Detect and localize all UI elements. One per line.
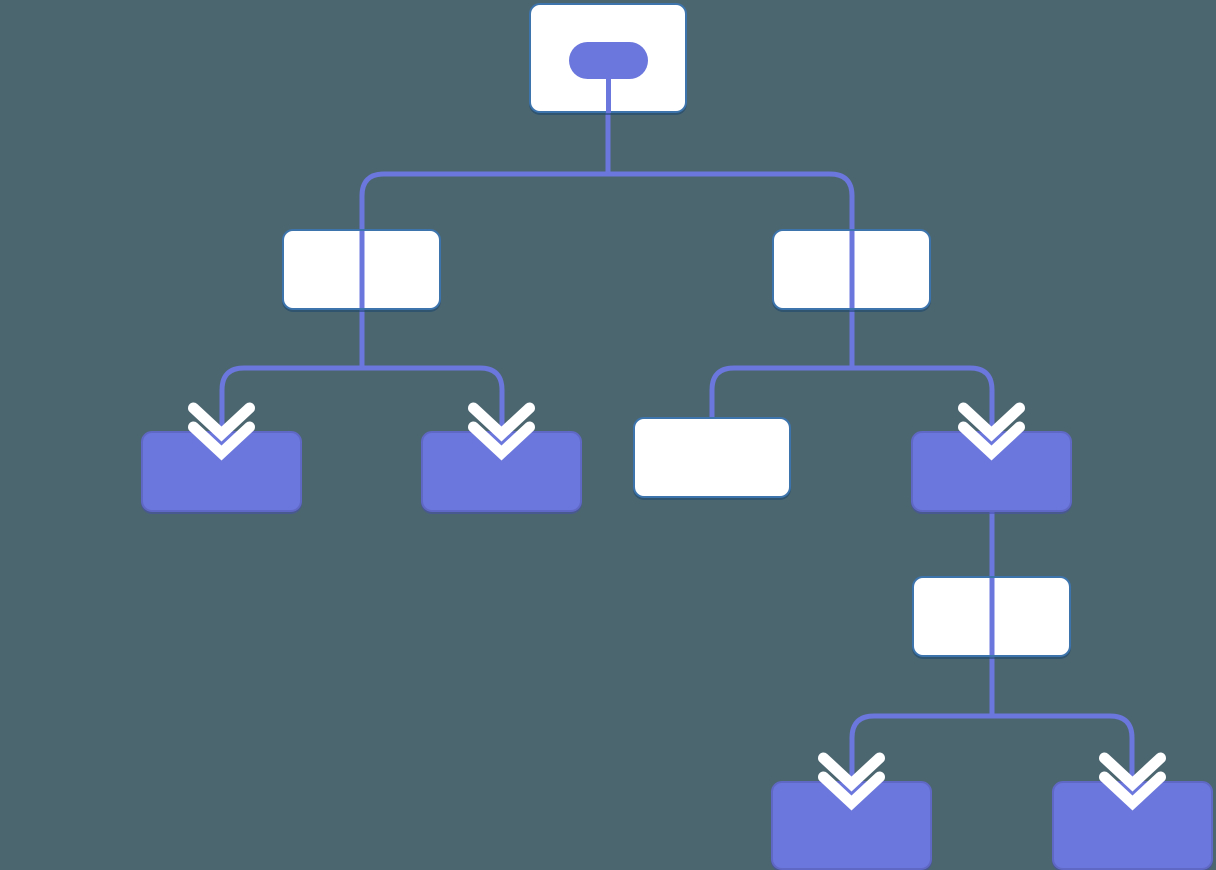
root-node-stem — [606, 79, 611, 113]
tree-node-n3[interactable] — [772, 229, 931, 310]
tree-node-n4[interactable] — [141, 431, 302, 512]
tree-node-n5[interactable] — [421, 431, 582, 512]
tree-node-n2[interactable] — [282, 229, 441, 310]
tree-node-n7[interactable] — [911, 431, 1072, 512]
tree-node-n8[interactable] — [912, 576, 1071, 657]
tree-node-n6[interactable] — [633, 417, 791, 498]
tree-node-n9[interactable] — [771, 781, 932, 870]
root-node-pill-badge — [569, 42, 648, 79]
tree-node-n10[interactable] — [1052, 781, 1213, 870]
